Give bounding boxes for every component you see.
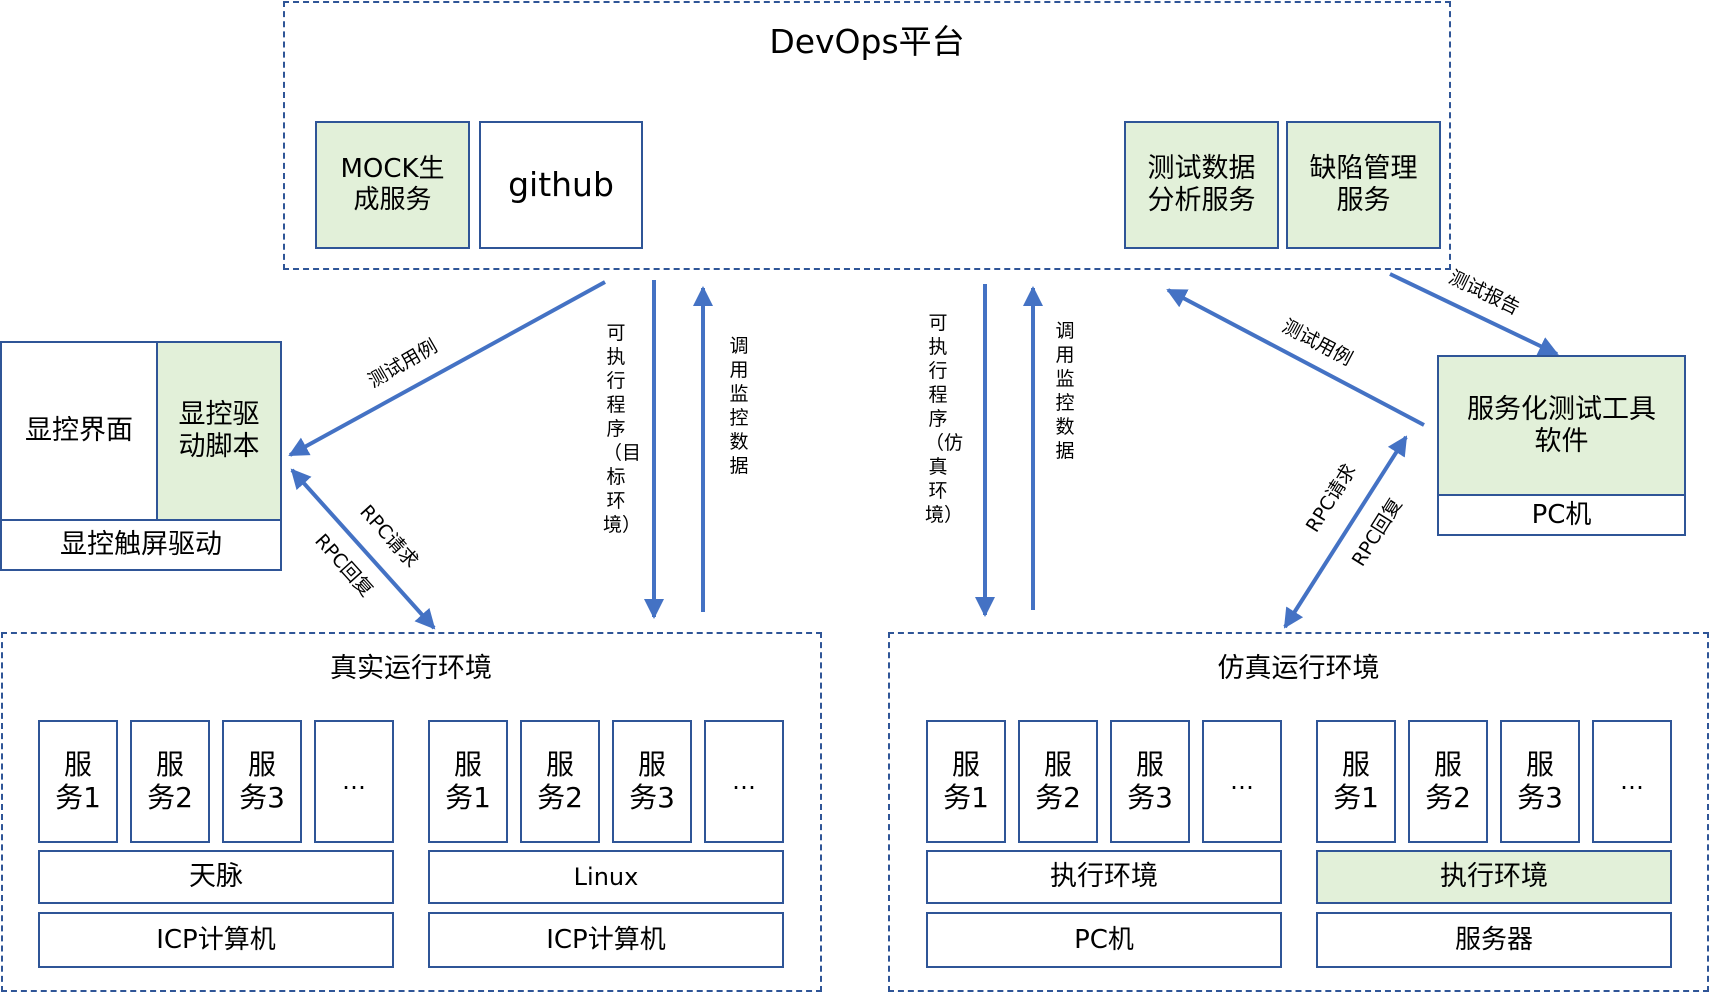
service-box-more: … xyxy=(1592,720,1672,843)
service-box: 服务2 xyxy=(520,720,600,843)
arrow-test-report xyxy=(1389,272,1559,356)
service-box: 服务1 xyxy=(926,720,1006,843)
service-box-more: … xyxy=(1202,720,1282,843)
label-exe-sim: 可执行程序（仿真环境） xyxy=(925,312,964,526)
service-box: 服务2 xyxy=(1018,720,1098,843)
test-tool-software-box: 服务化测试工具软件 xyxy=(1437,355,1686,496)
display-touch-driver-box: 显控触屏驱动 xyxy=(0,519,282,571)
test-analysis-service-box: 测试数据分析服务 xyxy=(1124,121,1279,249)
defect-management-service-box: 缺陷管理服务 xyxy=(1286,121,1441,249)
service-box: 服务3 xyxy=(1110,720,1190,843)
service-box: 服务1 xyxy=(38,720,118,843)
arrow-test-case-right xyxy=(1166,288,1425,427)
devops-platform: DevOps平台 xyxy=(283,1,1451,270)
host-box: PC机 xyxy=(926,912,1282,968)
label-monitor-left: 调用监控数据 xyxy=(729,335,749,477)
label-exe-target: 可执行程序（目标环境） xyxy=(603,322,642,536)
real-runtime-env: 真实运行环境 xyxy=(1,632,822,992)
display-driver-script-box: 显控驱动脚本 xyxy=(156,341,282,521)
platform-box: Linux xyxy=(428,850,784,904)
host-box: ICP计算机 xyxy=(428,912,784,968)
real-env-title: 真实运行环境 xyxy=(330,653,492,684)
platform-box: 执行环境 xyxy=(926,850,1282,904)
arrow-rpc-right xyxy=(1283,435,1408,629)
platform-box: 执行环境 xyxy=(1316,850,1672,904)
service-box: 服务1 xyxy=(428,720,508,843)
service-box: 服务2 xyxy=(130,720,210,843)
display-ui-box: 显控界面 xyxy=(0,341,158,521)
arrow-rpc-left xyxy=(290,468,436,630)
platform-box: 天脉 xyxy=(38,850,394,904)
github-box: github xyxy=(479,121,643,249)
service-box-more: … xyxy=(314,720,394,843)
label-monitor-right: 调用监控数据 xyxy=(1055,320,1075,462)
host-box: ICP计算机 xyxy=(38,912,394,968)
service-box: 服务3 xyxy=(222,720,302,843)
arrow-test-case-left xyxy=(288,280,606,457)
service-box: 服务3 xyxy=(1500,720,1580,843)
mock-service-box: MOCK生成服务 xyxy=(315,121,470,249)
service-box: 服务2 xyxy=(1408,720,1488,843)
devops-title: DevOps平台 xyxy=(769,22,965,61)
sim-runtime-env: 仿真运行环境 xyxy=(888,632,1709,992)
service-box-more: … xyxy=(704,720,784,843)
service-box: 服务1 xyxy=(1316,720,1396,843)
service-box: 服务3 xyxy=(612,720,692,843)
pc-machine-box: PC机 xyxy=(1437,494,1686,536)
host-box: 服务器 xyxy=(1316,912,1672,968)
sim-env-title: 仿真运行环境 xyxy=(1217,653,1380,684)
